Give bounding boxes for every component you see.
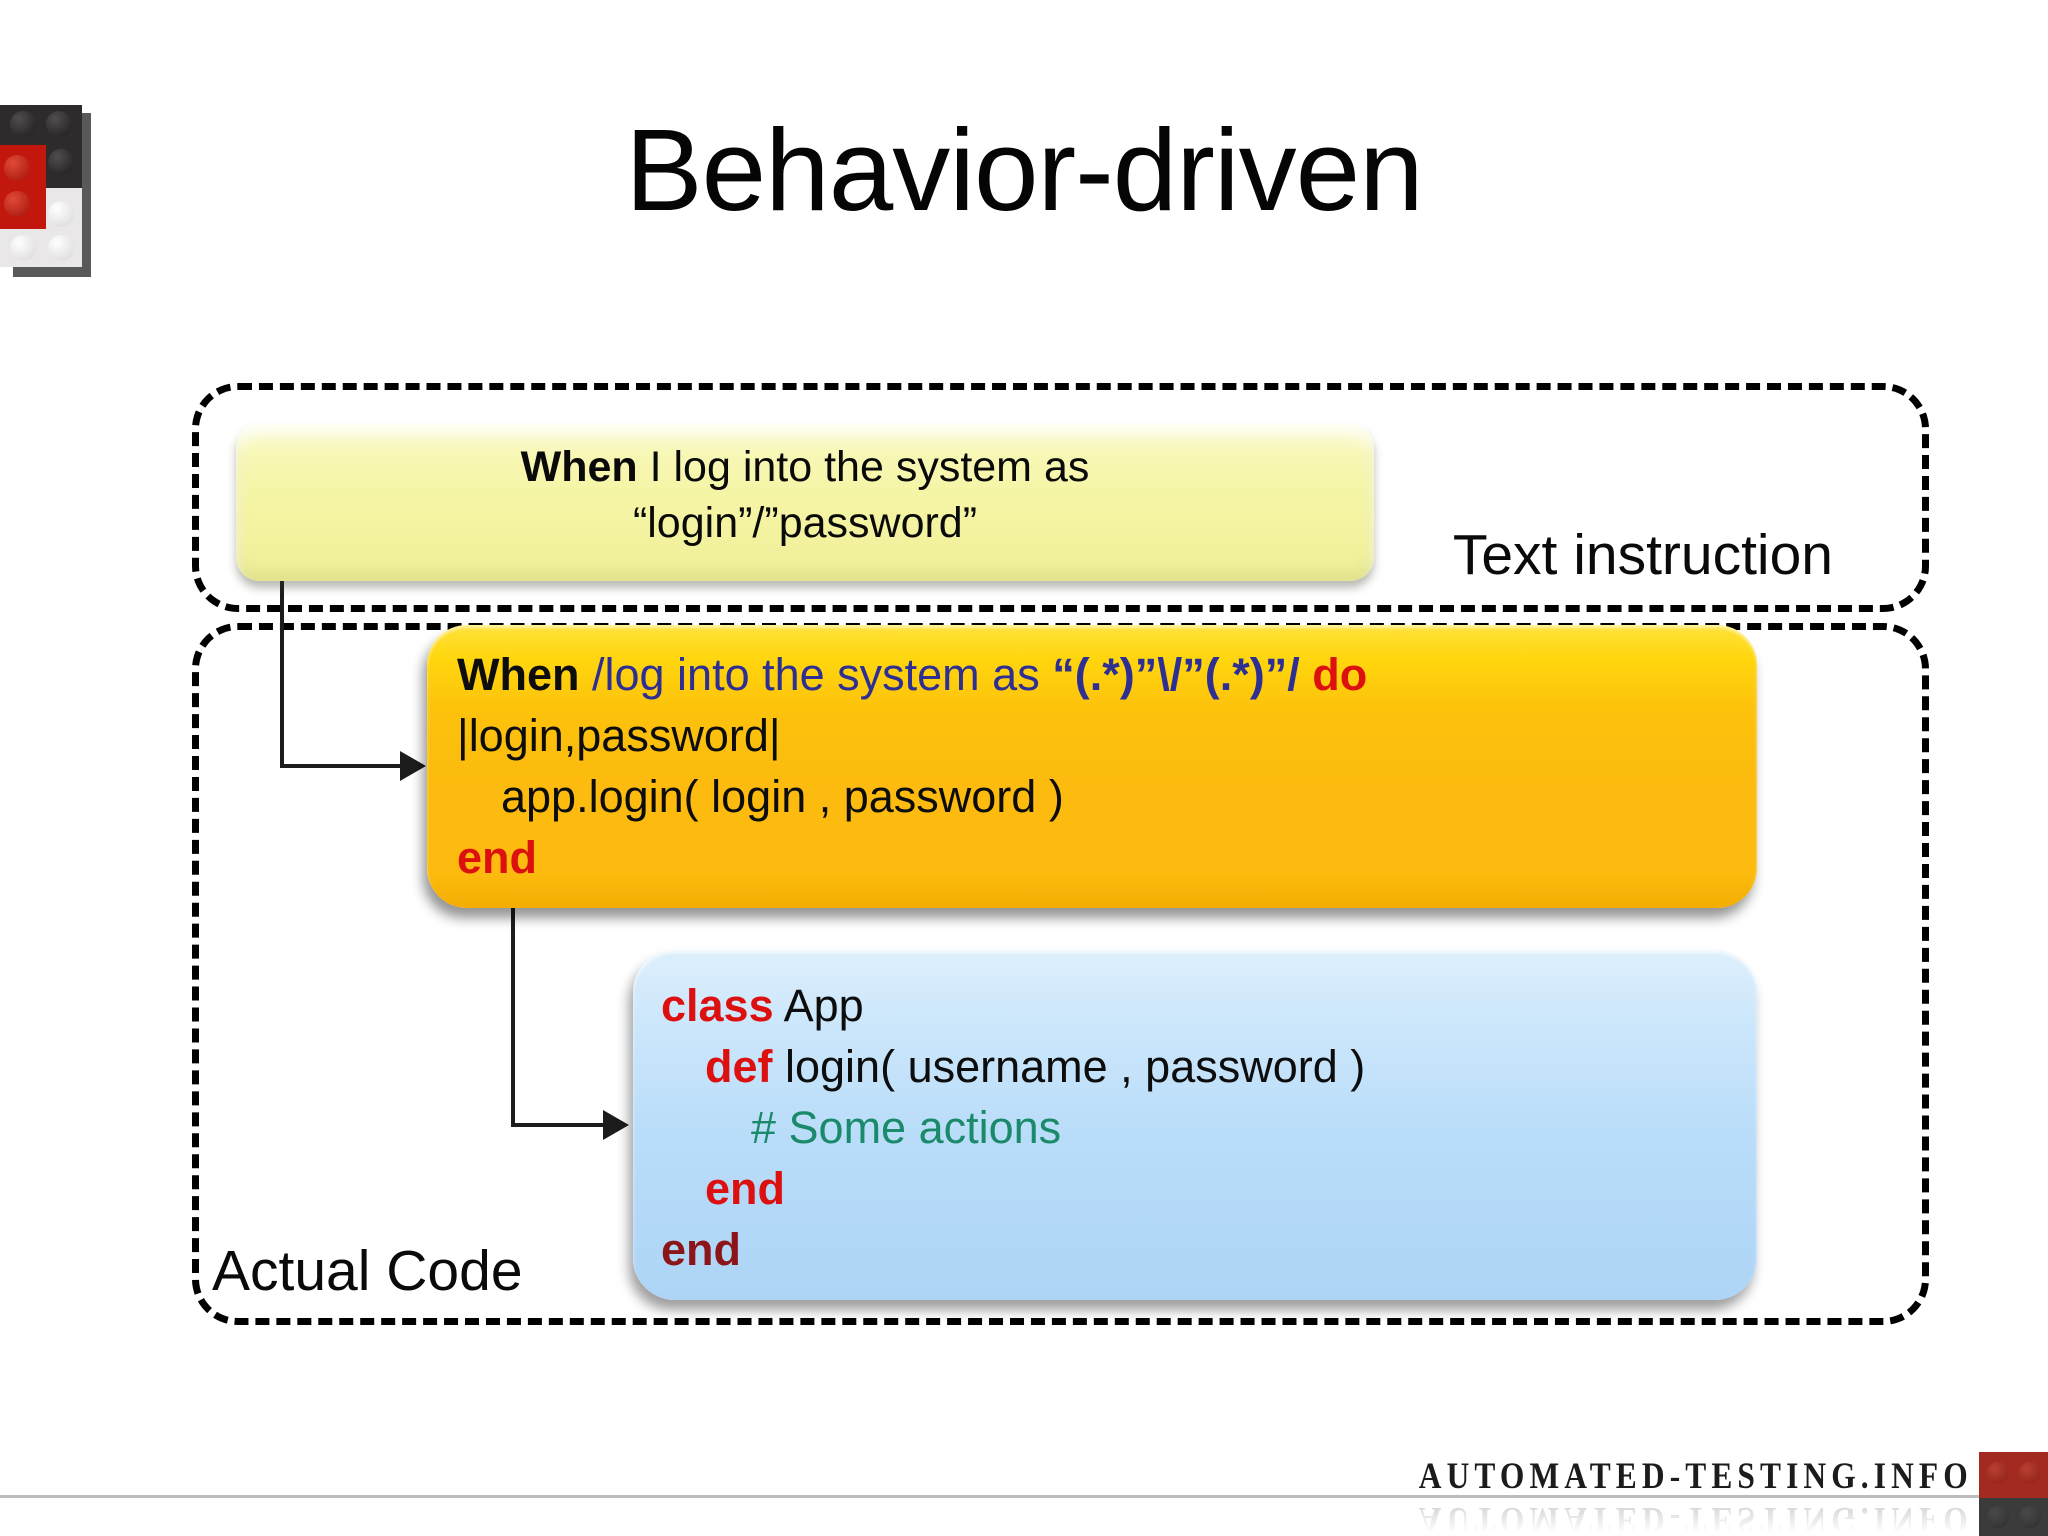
regex-text: /log into the system as [579, 649, 1053, 700]
watermark-text: AUTOMATED-TESTING.INFO [1418, 1456, 1973, 1497]
corner-red-brick [1979, 1452, 2048, 1498]
brick-stud [1987, 1506, 2009, 1528]
gherkin-keyword: When [520, 443, 638, 491]
class-line-2: def login( username , password ) [705, 1036, 1757, 1097]
gherkin-step-box: When I log into the system as “login”/”p… [236, 423, 1374, 581]
class-name: App [773, 980, 864, 1031]
brick-stud [48, 149, 74, 175]
connector1-arrowhead-icon [400, 751, 426, 781]
keyword-do: do [1299, 649, 1368, 700]
brick-stud [10, 111, 36, 137]
code-comment: # Some actions [751, 1102, 1062, 1153]
keyword-end: end [457, 832, 538, 883]
corner-dark-brick [1979, 1498, 2048, 1536]
def-signature: login( username , password ) [772, 1041, 1366, 1092]
page-title: Behavior-driven [625, 105, 1423, 235]
keyword-when: When [457, 649, 580, 700]
brick-stud [1987, 1462, 2009, 1484]
keyword-class: class [661, 980, 774, 1031]
keyword-end-outer: end [661, 1224, 742, 1275]
regex-captures: “(.*)”\/”(.*)”/ [1052, 649, 1300, 700]
connector2-horizontal [511, 1123, 607, 1127]
keyword-end-inner: end [705, 1163, 786, 1214]
brick-stud [48, 235, 74, 261]
gherkin-line1-text: I log into the system as [637, 443, 1090, 491]
text-instruction-label: Text instruction [1452, 523, 1833, 587]
footer-divider [0, 1495, 2048, 1498]
class-line-1: class App [661, 975, 1757, 1036]
brick-stud [4, 155, 30, 181]
gherkin-line-1: When I log into the system as [236, 439, 1374, 495]
stepdef-params: |login,password| [457, 710, 781, 761]
brick-stud [2019, 1462, 2041, 1484]
brick-stud [2019, 1506, 2041, 1528]
brick-stud [46, 111, 72, 137]
stepdef-line-1: When /log into the system as “(.*)”\/”(.… [457, 644, 1757, 705]
connector2-vertical [511, 905, 515, 1127]
actual-code-label: Actual Code [212, 1239, 523, 1303]
connector1-vertical [280, 578, 284, 768]
lego-bricks-logo [0, 105, 96, 281]
brick-stud [4, 191, 30, 217]
text-instruction-region [192, 383, 1929, 612]
watermark-reflection: AUTOMATED-TESTING.INFO [1418, 1499, 1973, 1536]
gherkin-line-2: “login”/”password” [632, 499, 978, 547]
stepdef-body: app.login( login , password ) [501, 771, 1064, 822]
brick-stud [10, 235, 36, 261]
connector1-horizontal [280, 764, 404, 768]
connector2-arrowhead-icon [603, 1110, 629, 1140]
step-definition-box: When /log into the system as “(.*)”\/”(.… [427, 625, 1757, 908]
brick-stud [48, 201, 74, 227]
app-class-box: class App def login( username , password… [633, 950, 1757, 1300]
keyword-def: def [705, 1041, 773, 1092]
